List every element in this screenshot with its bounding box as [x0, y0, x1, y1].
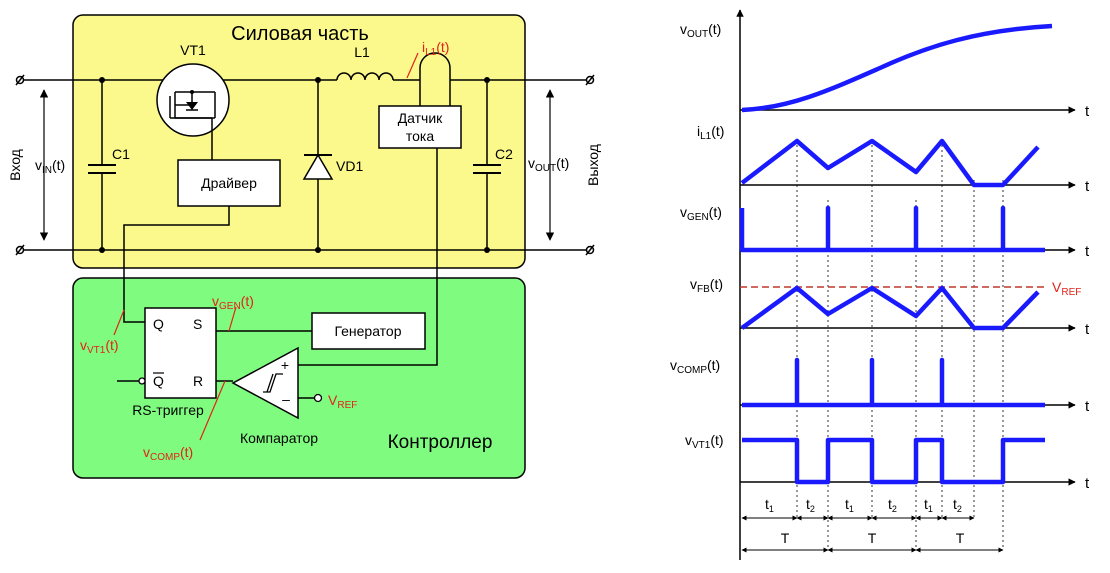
timing-diagram: vOUT(t) t iL1(t) t vGEN(t) t vFB(t) VREF…	[670, 9, 1090, 560]
transistor-vt1	[156, 63, 230, 160]
signal-label-vout: vOUT(t)	[680, 21, 721, 40]
vd1-label: VD1	[336, 158, 363, 174]
signal-label-vvt1: vVT1(t)	[685, 432, 724, 451]
rs-trigger-box	[144, 307, 217, 399]
generator-label: Генератор	[334, 323, 401, 339]
comparator-minus: –	[282, 391, 290, 407]
trace-vcomp: vCOMP(t) t	[670, 357, 1090, 415]
vref-timing-label: VREF	[1052, 279, 1081, 298]
axis-t-vfb: t	[1085, 321, 1090, 338]
vgen-label: vGEN(t)	[212, 293, 254, 312]
current-sensor-box	[378, 105, 462, 149]
period-markers: T T T	[741, 530, 1004, 553]
interval-t1-a: t1	[765, 496, 774, 514]
trace-il1: iL1(t) t	[697, 123, 1090, 195]
comparator	[231, 346, 299, 420]
power-stage-title: Силовая часть	[231, 23, 369, 45]
input-label: Вход	[7, 149, 23, 181]
interval-t2-a: t2	[806, 496, 815, 514]
axis-t-vout: t	[1085, 103, 1090, 120]
output-label: Выход	[585, 144, 601, 186]
axis-t-vvt1: t	[1085, 475, 1090, 492]
current-sensor-line2: тока	[406, 128, 434, 144]
interval-t2-c: t2	[953, 496, 962, 514]
capacitor-c2	[473, 77, 501, 253]
rs-q-label: Q	[153, 316, 164, 332]
inductor-l1	[336, 72, 394, 81]
vin-label: vIN(t)	[35, 157, 65, 176]
interval-t1-b: t1	[845, 496, 854, 514]
rs-r-label: R	[193, 373, 203, 389]
c1-label: C1	[112, 146, 130, 162]
interval-t2-b: t2	[888, 496, 897, 514]
current-sensor-line1: Датчик	[398, 110, 443, 126]
trace-vvt1: vVT1(t) t	[685, 432, 1090, 492]
rs-qbar-label: Q	[153, 373, 164, 389]
diode-vd1	[302, 77, 334, 253]
capacitor-c1	[88, 77, 116, 253]
c2-label: C2	[495, 146, 513, 162]
il1-label: iL1(t)	[422, 39, 449, 58]
output-terminals	[585, 74, 595, 256]
axis-t-vcomp: t	[1085, 398, 1090, 415]
driver-label: Драйвер	[201, 175, 257, 191]
rs-s-label: S	[193, 316, 202, 332]
interval-markers: t1 t2 t1 t2 t1 t2	[741, 496, 975, 521]
signal-label-vcomp: vCOMP(t)	[670, 357, 720, 376]
generator-box	[311, 312, 426, 350]
period-label-2: T	[868, 530, 877, 546]
signal-label-il1: iL1(t)	[697, 123, 724, 142]
circuit-diagram: Силовая часть Контроллер Вход vIN(t)	[7, 14, 601, 479]
vt1-label: VT1	[180, 42, 206, 58]
axis-t-vgen: t	[1085, 243, 1090, 260]
comparator-plus: +	[281, 357, 289, 373]
controller-title: Контроллер	[388, 432, 493, 453]
comparator-label: Компаратор	[240, 430, 318, 446]
period-label-3: T	[956, 530, 965, 546]
signal-label-vfb: vFB(t)	[690, 276, 723, 295]
vref-label: VREF	[328, 392, 357, 411]
period-label-1: T	[781, 530, 790, 546]
vout-label: vOUT(t)	[528, 155, 569, 174]
timing-guides	[796, 140, 1004, 550]
interval-t1-c: t1	[924, 496, 933, 514]
vvt1-label: vVT1(t)	[80, 337, 119, 356]
axis-t-il1: t	[1085, 178, 1090, 195]
driver-box	[177, 159, 281, 207]
l1-label: L1	[354, 44, 370, 60]
trace-vout: vOUT(t) t	[680, 21, 1090, 120]
vcomp-label: vCOMP(t)	[143, 444, 193, 463]
trace-vfb: vFB(t) VREF t	[690, 276, 1090, 338]
rs-trigger-label: RS-триггер	[132, 402, 204, 418]
trace-vgen: vGEN(t) t	[680, 204, 1090, 260]
signal-label-vgen: vGEN(t)	[680, 204, 722, 223]
input-terminals	[15, 74, 25, 256]
